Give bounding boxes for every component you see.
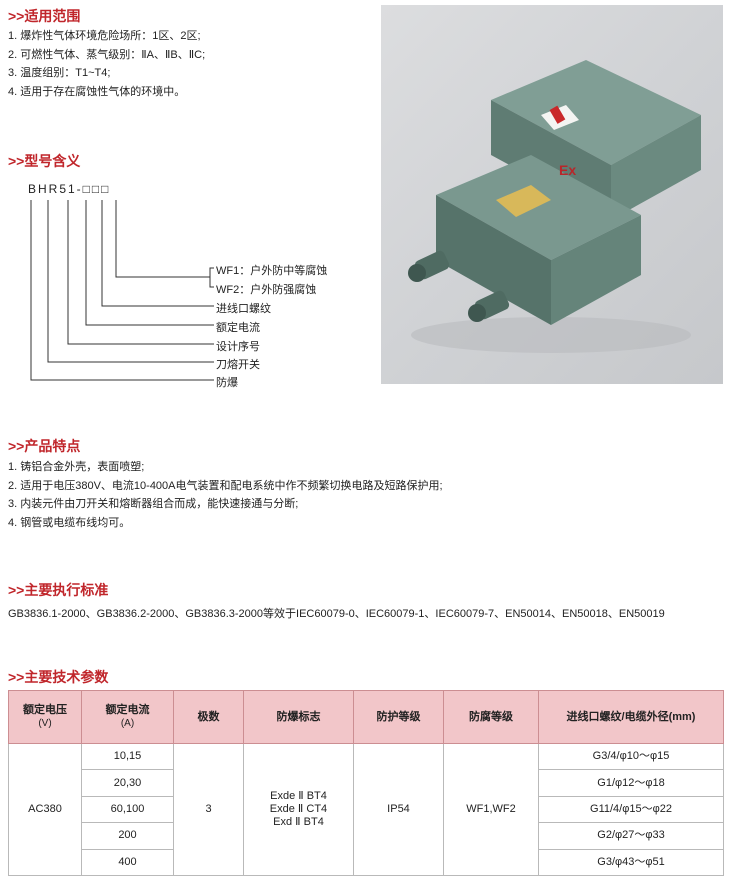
cell-voltage: AC380 bbox=[8, 743, 82, 876]
features-heading: >>产品特点 bbox=[8, 438, 81, 454]
params-heading: >>主要技术参数 bbox=[8, 669, 109, 685]
label-current: 额定电流 bbox=[216, 322, 260, 334]
model-diagram-lines bbox=[30, 200, 214, 381]
cell-thread: G3/4/φ10～φ15 bbox=[538, 742, 724, 771]
cell-current: 20,30 bbox=[81, 769, 174, 797]
cell-current: 60,100 bbox=[81, 795, 174, 824]
cell-thread: G11/4/φ15～φ22 bbox=[538, 795, 724, 824]
ex-mark-line: Exde Ⅱ CT4 bbox=[269, 803, 328, 815]
label-explosion: 防爆 bbox=[216, 377, 238, 389]
header-ip: 防护等级 bbox=[353, 690, 444, 744]
list-item: 2. 可燃性气体、蒸气级别：ⅡA、ⅡB、ⅡC; bbox=[8, 48, 206, 61]
header-poles: 极数 bbox=[173, 690, 244, 744]
spec-table: 额定电压(V) 额定电流(A) 极数 防爆标志 防护等级 防腐等级 进线口螺纹/… bbox=[8, 690, 724, 877]
table-row: 20,30 G1/φ12～φ18 bbox=[9, 769, 724, 797]
cell-current: 400 bbox=[81, 848, 174, 877]
list-item: 3. 温度组别：T1~T4; bbox=[8, 67, 111, 79]
standards-text: GB3836.1-2000、GB3836.2-2000、GB3836.3-200… bbox=[8, 608, 665, 620]
label-wf2: WF2：户外防强腐蚀 bbox=[216, 284, 317, 296]
table-row: 400 G3/φ43～φ51 bbox=[9, 848, 724, 877]
table-header-row: 额定电压(V) 额定电流(A) 极数 防爆标志 防护等级 防腐等级 进线口螺纹/… bbox=[8, 690, 724, 744]
header-thread: 进线口螺纹/电缆外径(mm) bbox=[538, 690, 724, 744]
model-heading: >>型号含义 bbox=[8, 153, 81, 169]
cell-thread: G3/φ43～φ51 bbox=[538, 848, 724, 877]
ex-mark-line: Exd Ⅱ BT4 bbox=[273, 816, 324, 828]
header-current: 额定电流(A) bbox=[81, 690, 174, 744]
header-ex-mark: 防爆标志 bbox=[243, 690, 354, 744]
list-item: 2. 适用于电压380V、电流10-400A电气装置和配电系统中作不频繁切换电路… bbox=[8, 479, 443, 492]
cell-ip: IP54 bbox=[353, 743, 444, 876]
header-voltage: 额定电压(V) bbox=[8, 690, 82, 744]
model-code: BHR51-□□□ bbox=[28, 182, 111, 196]
list-item: 4. 钢管或电缆布线均可。 bbox=[8, 516, 131, 529]
list-item: 1. 爆炸性气体环境危险场所：1区、2区; bbox=[8, 30, 201, 42]
list-item: 4. 适用于存在腐蚀性气体的环境中。 bbox=[8, 85, 186, 98]
list-item: 3. 内装元件由刀开关和熔断器组合而成，能快速接通与分断; bbox=[8, 498, 299, 510]
cell-corrosion: WF1,WF2 bbox=[443, 743, 539, 876]
table-row: AC380 10,15 3 Exde Ⅱ BT4 Exde Ⅱ CT4 Exd … bbox=[8, 742, 724, 876]
label-switch: 刀熔开关 bbox=[216, 359, 260, 371]
cell-ex-marks: Exde Ⅱ BT4 Exde Ⅱ CT4 Exd Ⅱ BT4 bbox=[243, 743, 354, 876]
standards-heading: >>主要执行标准 bbox=[8, 582, 109, 598]
cell-current: 200 bbox=[81, 822, 174, 850]
cell-thread: G2/φ27～φ33 bbox=[538, 822, 724, 850]
scope-heading: >>适用范围 bbox=[8, 8, 81, 24]
list-item: 1. 铸铝合金外壳，表面喷塑; bbox=[8, 461, 145, 473]
product-photo: Ex bbox=[381, 5, 723, 384]
scope-list: 1. 爆炸性气体环境危险场所：1区、2区; 2. 可燃性气体、蒸气级别：ⅡA、Ⅱ… bbox=[8, 27, 205, 101]
cell-current: 10,15 bbox=[81, 742, 174, 771]
table-row: 200 G2/φ27～φ33 bbox=[9, 822, 724, 850]
label-design: 设计序号 bbox=[216, 341, 260, 353]
label-thread: 进线口螺纹 bbox=[216, 303, 271, 315]
features-list: 1. 铸铝合金外壳，表面喷塑; 2. 适用于电压380V、电流10-400A电气… bbox=[8, 458, 443, 532]
header-corrosion: 防腐等级 bbox=[443, 690, 539, 744]
ex-marking: Ex bbox=[559, 162, 576, 178]
ex-mark-line: Exde Ⅱ BT4 bbox=[270, 790, 327, 802]
cell-thread: G1/φ12～φ18 bbox=[538, 769, 724, 797]
label-wf1: WF1：户外防中等腐蚀 bbox=[216, 265, 328, 277]
cell-poles: 3 bbox=[173, 743, 244, 876]
